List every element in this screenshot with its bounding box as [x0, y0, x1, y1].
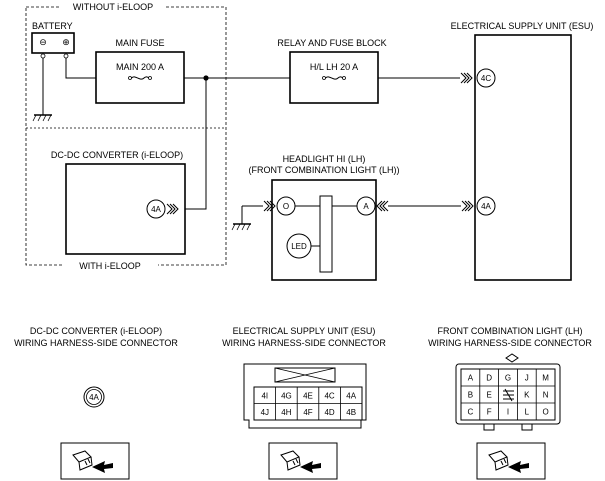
with-ieloop-label: WITH i-ELOOP — [79, 261, 141, 271]
esu-terminal-4c-label: 4C — [481, 74, 491, 83]
battery-plus-icon: ⊕ — [62, 37, 70, 47]
connector-pin-label: B — [468, 391, 473, 400]
headlight-sublabel: (FRONT COMBINATION LIGHT (LH)) — [248, 165, 399, 175]
connector-pin-label: 4C — [324, 392, 334, 401]
connector-pin-label: 4F — [303, 408, 312, 417]
connector-chevrons-icon — [460, 72, 473, 84]
esu-terminal-4a-label: 4A — [481, 202, 491, 211]
relay-fuse-icon — [322, 76, 346, 80]
connector-pin-label: 4D — [324, 408, 334, 417]
connector-pin-label: 4A — [346, 392, 356, 401]
dcdc-connector-pin: 4A — [89, 393, 99, 402]
relay-fuse-block-box — [289, 51, 379, 104]
connector-pin-label: 4J — [261, 408, 269, 417]
battery — [31, 32, 75, 54]
front-light-connector-subtitle: WIRING HARNESS-SIDE CONNECTOR — [428, 338, 592, 348]
esu-connector-title: ELECTRICAL SUPPLY UNIT (ESU) — [233, 326, 376, 336]
dcdc-terminal-4a — [146, 199, 166, 219]
front-light-connector-face — [455, 353, 561, 431]
connector-pin-label: N — [543, 391, 549, 400]
connector-pin-label: F — [487, 408, 492, 417]
connector-chevrons-icon — [166, 203, 179, 215]
esu-label: ELECTRICAL SUPPLY UNIT (ESU) — [451, 21, 594, 31]
connector-pin-label: D — [486, 374, 492, 383]
connector-pin-label: C — [468, 408, 474, 417]
esu-terminal-4c — [476, 68, 496, 88]
connector-view-icon — [476, 442, 546, 480]
relay-fuse-block-label: RELAY AND FUSE BLOCK — [277, 38, 386, 48]
ieloop-variant-frame — [25, 6, 227, 266]
relay-fuse-rating: H/L LH 20 A — [310, 62, 358, 72]
main-fuse-box — [95, 51, 185, 104]
connector-pin-label: 4I — [261, 392, 268, 401]
connector-pin-label: 4G — [281, 392, 292, 401]
esu-connector-subtitle: WIRING HARNESS-SIDE CONNECTOR — [222, 338, 386, 348]
connector-pin-label: 4H — [281, 408, 291, 417]
dcdc-connector-subtitle: WIRING HARNESS-SIDE CONNECTOR — [14, 338, 178, 348]
connector-pin-label: J — [525, 374, 529, 383]
main-fuse-icon — [128, 76, 152, 80]
connector-pin-label: M — [542, 374, 549, 383]
front-light-connector-title: FRONT COMBINATION LIGHT (LH) — [437, 326, 582, 336]
connector-pin-label: K — [524, 391, 530, 400]
main-fuse-rating: MAIN 200 A — [116, 62, 164, 72]
dcdc-box — [65, 163, 186, 255]
battery-label: BATTERY — [32, 21, 73, 31]
connector-chevrons-icon — [461, 200, 474, 212]
headlight-ground-icon — [231, 223, 251, 231]
connector-pin-label: L — [525, 408, 530, 417]
led-module-body — [319, 195, 333, 273]
main-fuse-label: MAIN FUSE — [115, 38, 164, 48]
without-ieloop-label: WITHOUT i-ELOOP — [73, 2, 153, 12]
connector-pin-label: 4E — [303, 392, 313, 401]
connector-pin-label: A — [468, 374, 474, 383]
headlight-label: HEADLIGHT HI (LH) — [283, 154, 366, 164]
connector-chevrons-icon — [376, 200, 389, 212]
headlight-terminal-a-label: A — [363, 202, 369, 211]
connector-view-icon — [268, 442, 338, 480]
connector-view-icon — [60, 442, 130, 480]
esu-connector-face — [243, 363, 367, 429]
connector-pin-label: I — [507, 408, 509, 417]
connector-pin-label: 4B — [346, 408, 356, 417]
battery-ground-icon — [32, 114, 52, 122]
dcdc-connector-title: DC-DC CONVERTER (i-ELOOP) — [30, 326, 162, 336]
dcdc-label: DC-DC CONVERTER (i-ELOOP) — [51, 150, 183, 160]
dcdc-connector-face — [83, 386, 105, 408]
led-label: LED — [291, 242, 307, 251]
connector-pin-label: E — [487, 391, 492, 400]
connector-pin-label: O — [542, 408, 548, 417]
battery-minus-icon: ⊖ — [39, 37, 47, 47]
connector-pin-label: G — [505, 374, 511, 383]
led-icon — [286, 233, 312, 259]
esu-terminal-4a — [476, 196, 496, 216]
connector-chevrons-icon — [263, 200, 276, 212]
headlight-terminal-o-label: O — [283, 202, 289, 211]
dcdc-terminal-4a-label: 4A — [151, 205, 161, 214]
